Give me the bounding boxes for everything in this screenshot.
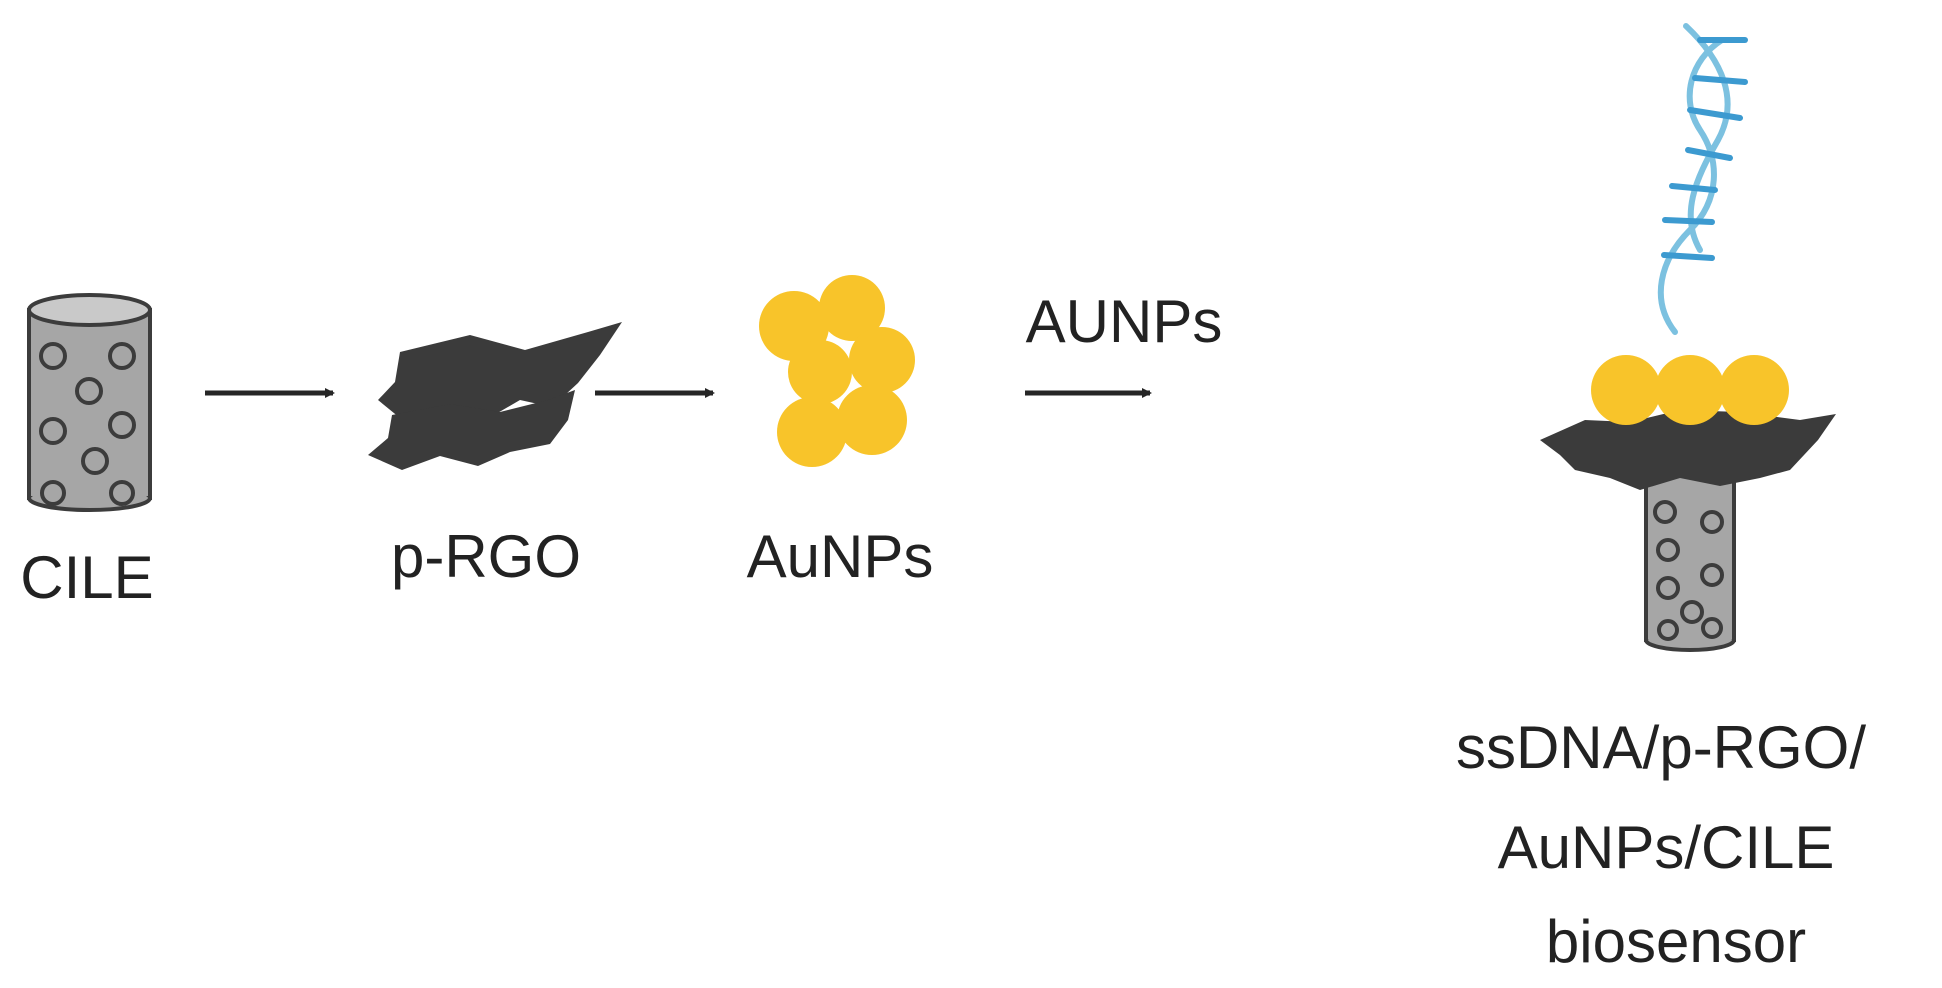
- product-label-line1: ssDNA/p-RGO/: [1456, 714, 1866, 781]
- gold-nanoparticle-cluster-icon: [759, 275, 915, 467]
- aunps-label: AuNPs: [747, 523, 934, 590]
- product-label-line3: biosensor: [1546, 908, 1806, 975]
- dna-helix-icon: [1657, 23, 1748, 335]
- cile-label: CILE: [20, 544, 153, 611]
- graphene-sheet-icon: [1540, 410, 1836, 490]
- graphene-sheet-icon: [368, 322, 622, 470]
- product-label-line2: AuNPs/CILE: [1498, 814, 1835, 881]
- cile-electrode-icon: [27, 293, 152, 512]
- prgo-label: p-RGO: [391, 523, 581, 590]
- biosensor-assembly: [1540, 23, 1836, 652]
- arrow-aunps-label: AUNPs: [1026, 288, 1223, 355]
- cylindrical-electrode-icon: [1644, 463, 1736, 652]
- gold-nanoparticle-cluster-icon: [1591, 355, 1789, 425]
